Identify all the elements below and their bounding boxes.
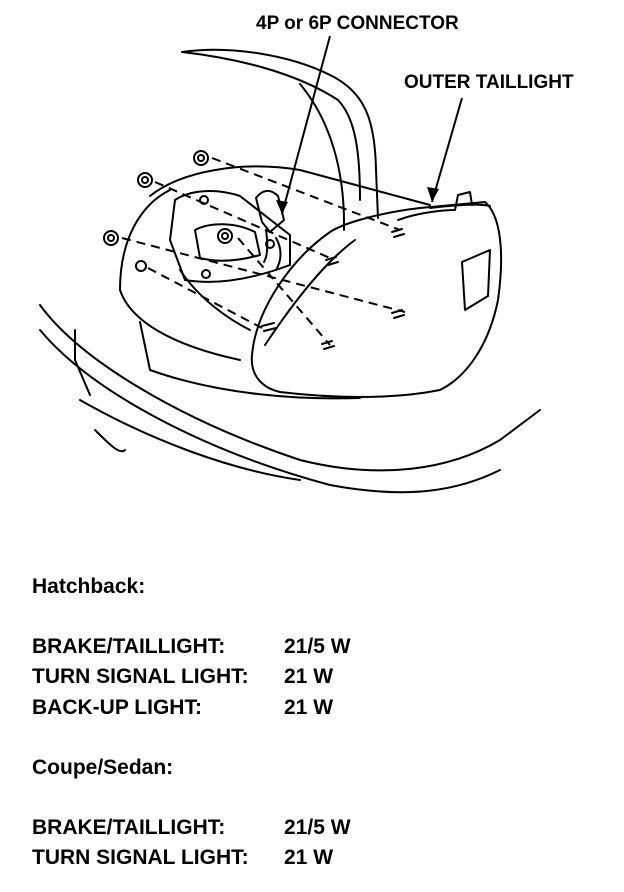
body-panel-outline — [149, 165, 431, 206]
spec-row: BRAKE/TAILLIGHT: 21/5 W — [32, 635, 351, 659]
spec-label: BRAKE/TAILLIGHT: — [32, 635, 226, 658]
spec-value: 21 W — [284, 696, 334, 719]
bumper-outline — [39, 304, 541, 472]
spec-label: BACK-UP LIGHT: — [32, 696, 202, 719]
spec-row: TURN SIGNAL LIGHT: 21 W — [32, 665, 333, 689]
section-heading-hatchback: Hatchback: — [32, 575, 146, 598]
outer-taillight-callout: OUTER TAILLIGHT — [404, 72, 574, 93]
taillight-removal-diagram — [39, 35, 541, 494]
taillight-lens — [461, 249, 491, 311]
connector-callout: 4P or 6P CONNECTOR — [256, 13, 459, 34]
spec-label: BRAKE/TAILLIGHT: — [32, 816, 226, 839]
spec-value: 21/5 W — [284, 635, 351, 658]
taillight-leader — [431, 97, 463, 203]
trunk-lid-outline — [181, 48, 379, 219]
wire-harness — [255, 190, 285, 233]
spec-label: TURN SIGNAL LIGHT: — [32, 846, 249, 869]
outer-taillight-housing — [250, 201, 503, 398]
spec-value: 21 W — [284, 665, 334, 688]
spec-row: BRAKE/TAILLIGHT: 21/5 W — [32, 816, 351, 840]
spec-label: TURN SIGNAL LIGHT: — [32, 665, 249, 688]
spec-row: BACK-UP LIGHT: 21 W — [32, 696, 333, 720]
spec-value: 21/5 W — [284, 816, 351, 839]
spec-value: 21 W — [284, 846, 334, 869]
spec-row: TURN SIGNAL LIGHT: 21 W — [32, 846, 333, 870]
nut-icons — [103, 150, 275, 279]
section-heading-coupe-sedan: Coupe/Sedan: — [32, 756, 174, 779]
connector-leader — [281, 35, 331, 215]
mounting-plate — [169, 190, 291, 283]
